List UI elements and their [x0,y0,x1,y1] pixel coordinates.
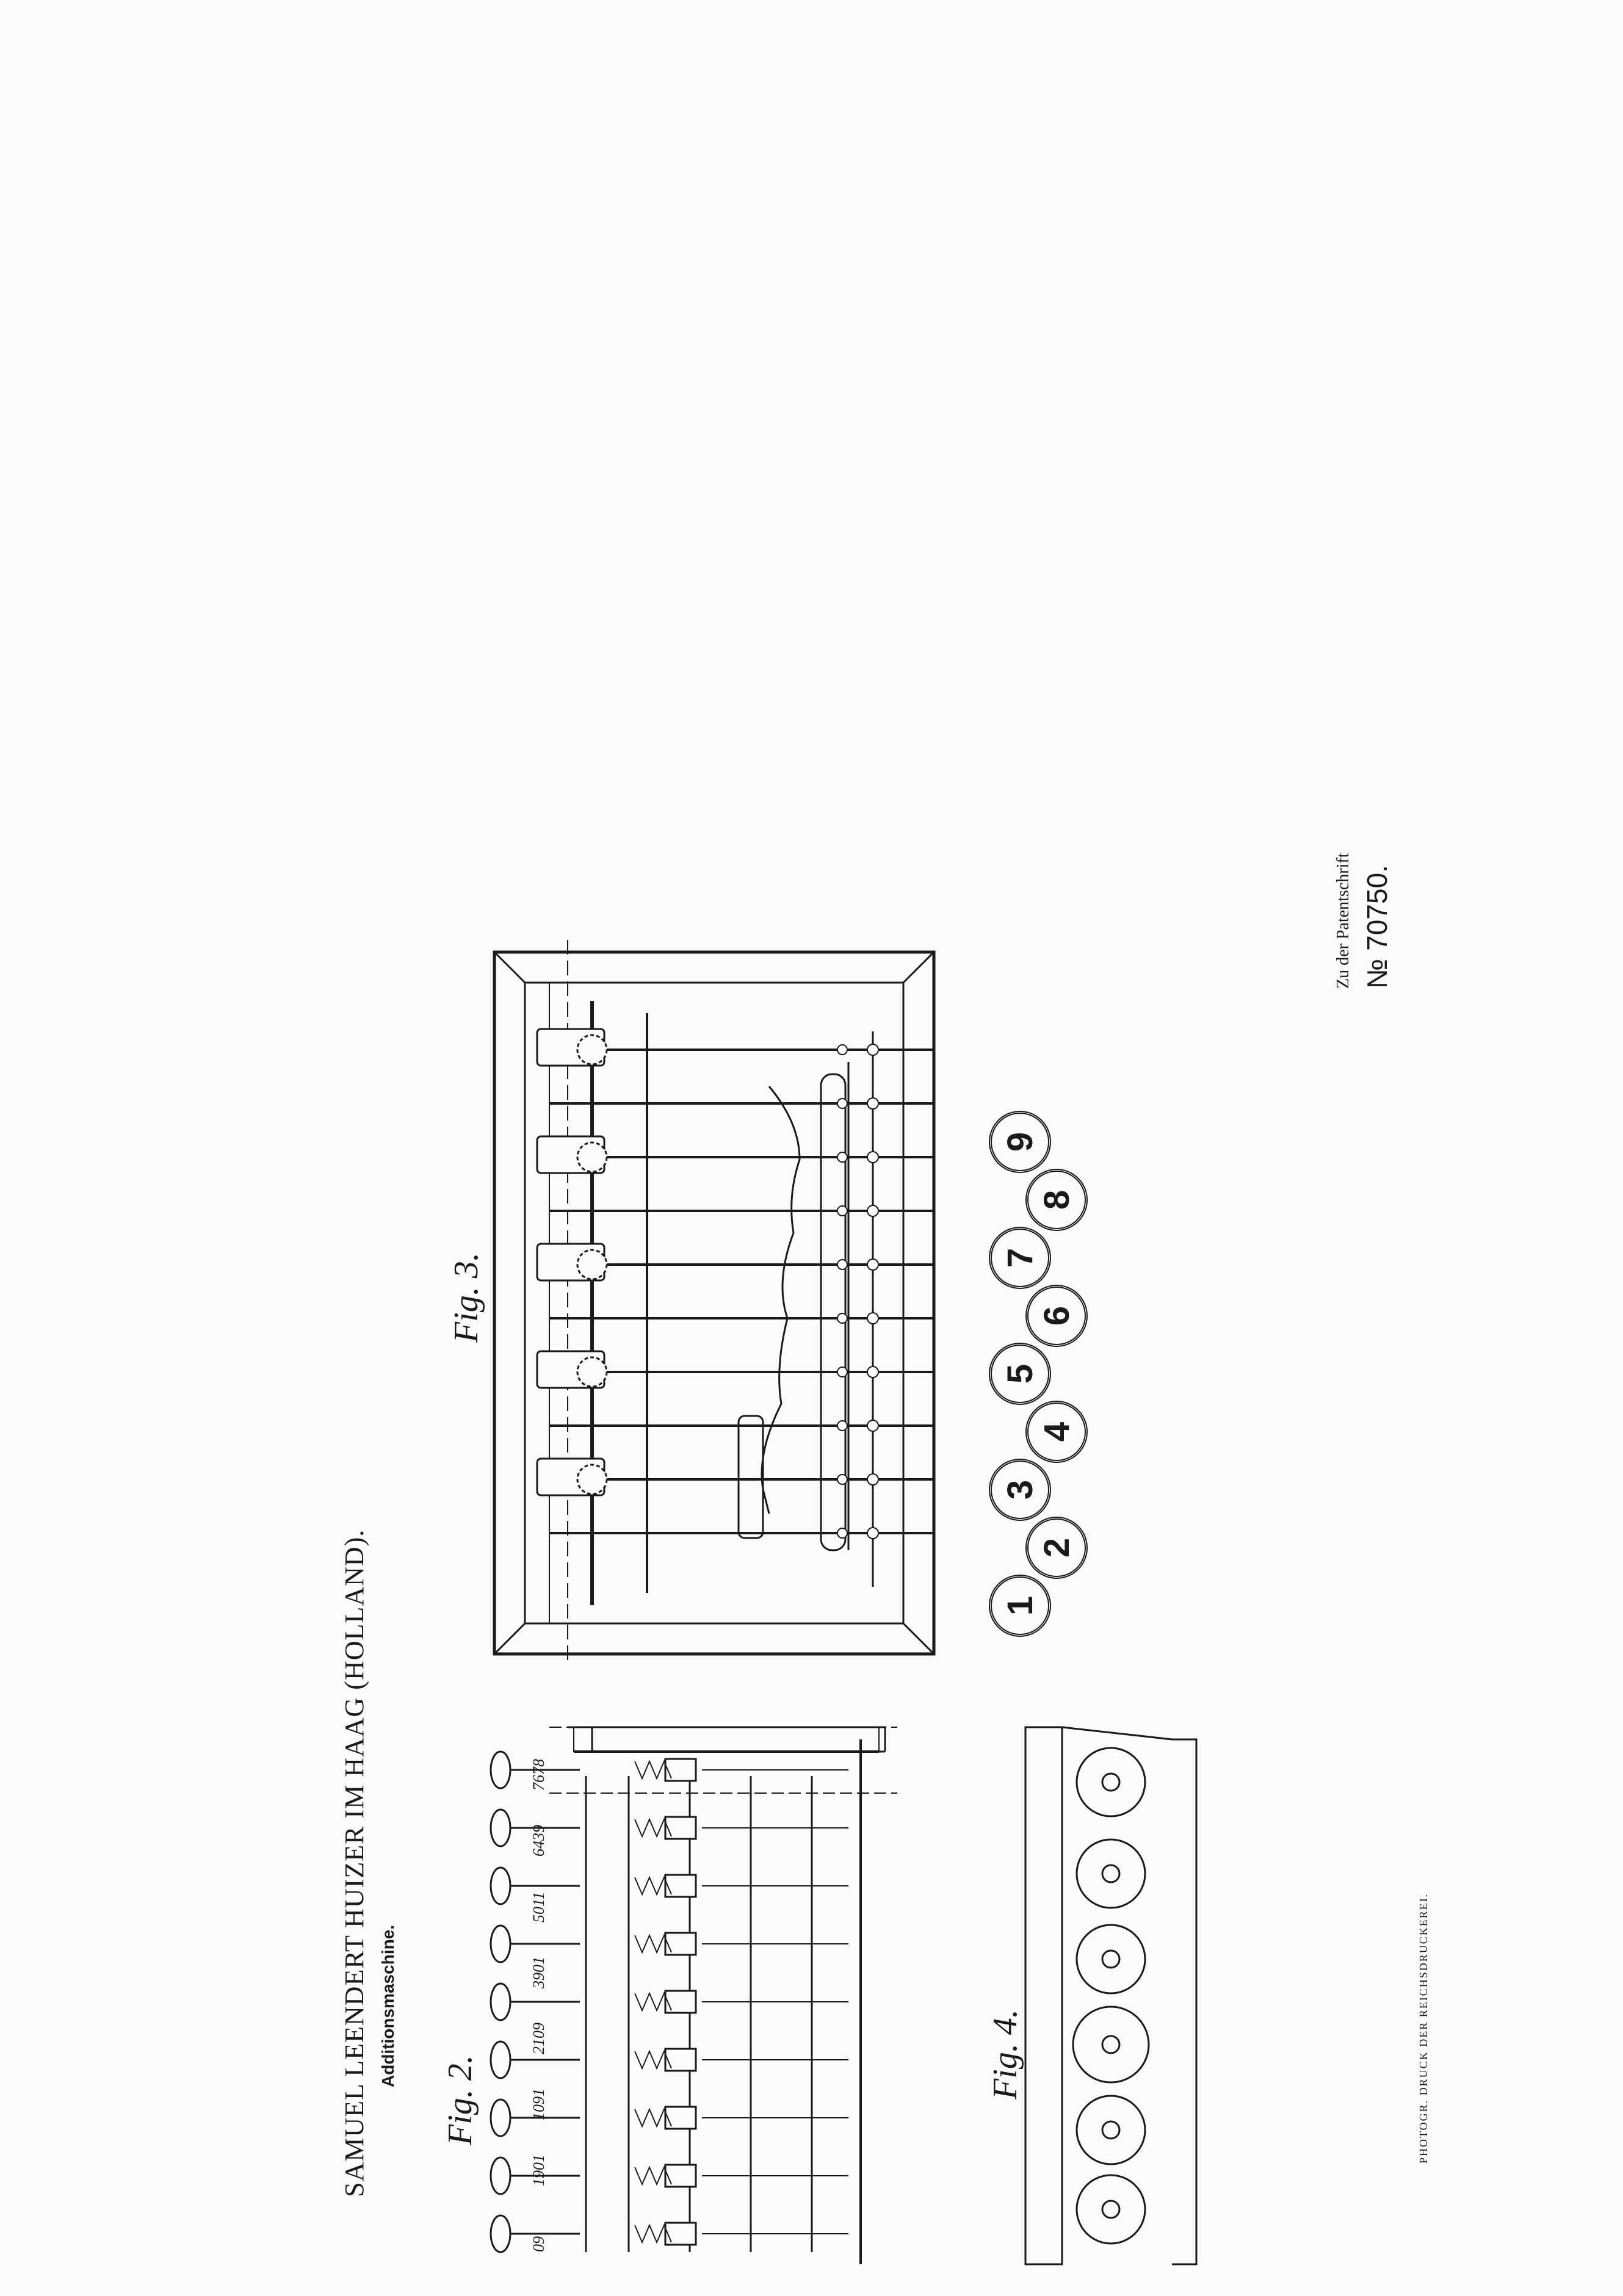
fig2-drawing [490,1726,897,2264]
title-block: SAMUEL LEENDERT HUIZER IM HAAG (HOLLAND)… [339,1529,398,2197]
fig3-lever-pin [837,1474,848,1485]
fig3-drawing [493,940,936,1666]
fig2-block [664,2048,697,2072]
patent-number: № 70750. [1361,865,1393,989]
fig3-number-key: 2 [1025,1517,1088,1579]
fig3-lever-pin [837,1152,848,1163]
fig3-lever-pin [837,1205,848,1216]
fig3-rail-pin [867,1097,879,1110]
fig3-gear-hub [576,1141,608,1173]
fig2-key-button [490,1866,511,1905]
fig3-lever-pin [837,1259,848,1270]
fig2-scale-label: 3901 [530,1957,548,1988]
fig3-number-key: 5 [989,1343,1051,1405]
fig3-number-key: 7 [989,1227,1051,1289]
fig4-axle [1101,2200,1121,2219]
fig4-axle [1101,1864,1121,1883]
fig2-scale-label: 6439 [530,1825,548,1857]
fig3-rail-pin [867,1527,879,1539]
fig2-spring [634,1933,672,1954]
fig4-axle [1101,1949,1121,1969]
fig2-key-button [490,1982,511,2021]
fig3-number-key: 8 [1025,1169,1088,1231]
fig2-block [664,1990,697,2014]
fig3-number-key: 1 [989,1575,1051,1637]
fig2-scale-label: 1091 [530,2088,548,2120]
fig2-key-button [490,2214,511,2253]
fig2-scale-strip: 09 1901 1091 2109 3901 5011 6439 7678 [530,1721,551,2258]
fig2-label: Fig. 2. [441,2055,479,2145]
fig2-scale-label: 1901 [530,2154,548,2186]
fig3-lever-pin [837,1420,848,1431]
fig4-axle [1101,1772,1121,1792]
fig4-axle [1101,2120,1121,2140]
fig3-rail-pin [867,1151,879,1163]
fig2-block [664,2222,697,2246]
fig2-block [664,1758,697,1782]
fig3-rail-pin [867,1312,879,1324]
printer-credit: PHOTOGR. DRUCK DER REICHSDRUCKEREI. [1417,1893,1430,2164]
fig3-lever-pin [837,1366,848,1377]
fig3-number-key: 3 [989,1459,1051,1521]
fig2-spring [634,1875,672,1896]
fig3-rail-pin [867,1205,879,1217]
fig2-key-button [490,1808,511,1847]
fig2-spring [634,1991,672,2012]
fig2-block [664,2106,697,2130]
fig2-spring [634,2223,672,2244]
fig3-gear-hub [576,1034,608,1066]
fig3-number-key: 9 [989,1111,1051,1173]
fig2-scale-label: 5011 [530,1891,548,1922]
fig3-rail-pin [867,1473,879,1486]
fig3-rail-pin [867,1420,879,1432]
fig3-lever-pin [837,1313,848,1324]
fig2-key-button [490,1750,511,1789]
fig2-scale-label: 2109 [530,2023,548,2054]
fig2-spring [634,2165,672,2186]
fig3-gear-hub [576,1464,608,1495]
fig2-block [664,1932,697,1956]
fig2-key-button [490,2156,511,2195]
fig2-scale-label: 7678 [530,1759,548,1791]
fig2-block [664,1816,697,1840]
fig3-lever-pin [837,1528,848,1539]
fig2-spring [634,2107,672,2128]
fig3-gear-hub [576,1249,608,1280]
fig2-spring [634,1760,672,1780]
fig3-rail-pin [867,1258,879,1271]
fig2-spring [634,1818,672,1838]
fig2-key-button [490,2040,511,2079]
fig3-label: Fig. 3. [447,1252,485,1343]
fig3-number-key: 6 [1025,1285,1088,1347]
fig2-key-button [490,2098,511,2137]
patent-reference: Zu der Patentschrift № 70750. [1334,853,1393,989]
fig3-number-key: 4 [1025,1401,1088,1463]
fig3-lever-pin [837,1044,848,1055]
fig2-block [664,1874,697,1898]
patentee-name: SAMUEL LEENDERT HUIZER IM HAAG (HOLLAND)… [339,1529,369,2197]
fig2-key-button [490,1924,511,1963]
fig3-gear-hub [576,1356,608,1388]
fig4-axle [1101,2035,1121,2054]
fig3-rail-pin [867,1044,879,1056]
fig2-block [664,2164,697,2188]
fig3-rail-pin [867,1366,879,1378]
patent-reference-prefix: Zu der Patentschrift [1334,853,1353,989]
fig4-drawing [1024,1726,1198,2265]
fig3-lever-pin [837,1098,848,1109]
invention-title: Additionsmaschine. [378,1924,397,2087]
fig2-spring [634,2049,672,2070]
fig2-scale-label: 09 [530,2236,548,2252]
